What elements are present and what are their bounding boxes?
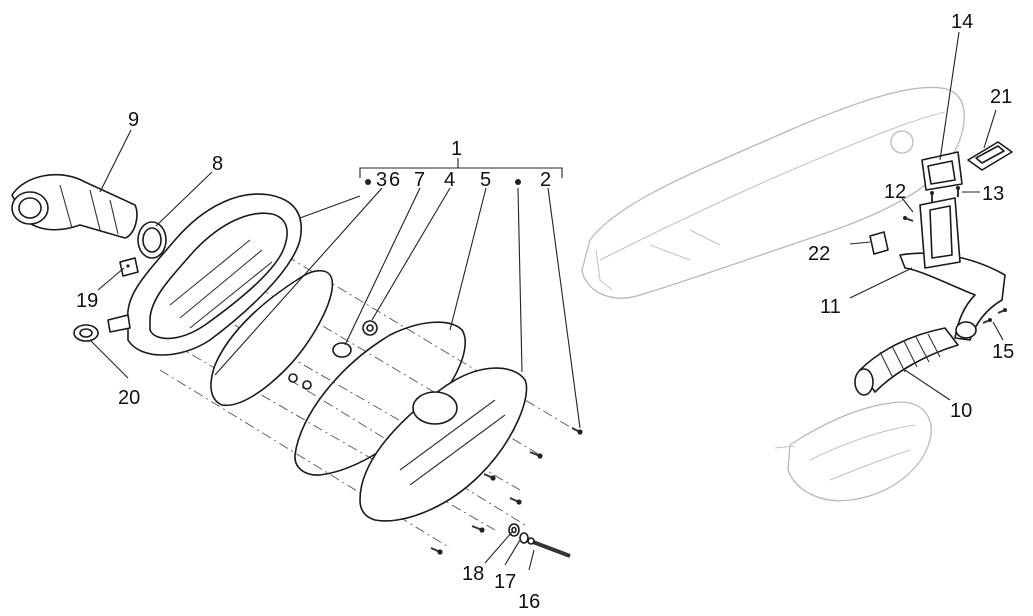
callout-21: 21: [990, 86, 1012, 108]
intake-duct-11: [899, 197, 1006, 341]
leader-lines: [89, 31, 1004, 571]
filter-pad-21: [967, 141, 1013, 171]
callout-17: 17: [494, 571, 516, 593]
callout-2: 2: [540, 169, 551, 191]
washer-17: [519, 532, 529, 544]
engine-housing-outline: [774, 401, 932, 502]
callout-20: 20: [118, 387, 140, 409]
callout-22: 22: [808, 243, 830, 265]
connector-block-14: [921, 151, 963, 191]
small-clip-6-7: [332, 320, 378, 358]
callout-11: 11: [820, 296, 841, 318]
air-box-housing: [107, 193, 302, 356]
callout-13: 13: [982, 183, 1004, 205]
bolt-16: [527, 537, 571, 558]
intake-elbow-tube: [11, 173, 138, 239]
callout-5: 5: [480, 169, 491, 191]
air-filter-plate: [210, 269, 334, 407]
callout-16: 16: [518, 591, 540, 613]
gasket-5: [294, 321, 466, 476]
callout-19: 19: [76, 290, 98, 312]
bracket-22: [869, 231, 889, 255]
callout-4: 4: [444, 169, 455, 191]
callout-6: 6: [389, 169, 400, 191]
scooter-body-outline: [581, 86, 965, 299]
callout-3: 3: [376, 169, 387, 191]
callout-14: 14: [951, 11, 973, 33]
kit-bracket-1: [359, 158, 563, 185]
air-box-cover: [359, 367, 528, 522]
callout-12: 12: [884, 181, 906, 203]
bracket-19: [119, 257, 139, 277]
callout-15: 15: [992, 341, 1014, 363]
cover-screws: [430, 427, 583, 555]
callout-9: 9: [128, 109, 139, 131]
callout-8: 8: [212, 153, 223, 175]
screws-12-13-15: [903, 186, 1007, 324]
callout-1: 1: [451, 138, 462, 160]
callout-labels: 1 2 3 4 5 6 7 8 9 10 11 12 13 14 15 16 1…: [76, 11, 1014, 613]
callout-7: 7: [414, 169, 425, 191]
clamp-20: [73, 324, 99, 342]
hose-clamp-8: [137, 221, 167, 259]
callout-18: 18: [462, 563, 484, 585]
bellows-hose-10: [854, 327, 959, 396]
callout-10: 10: [950, 400, 972, 422]
